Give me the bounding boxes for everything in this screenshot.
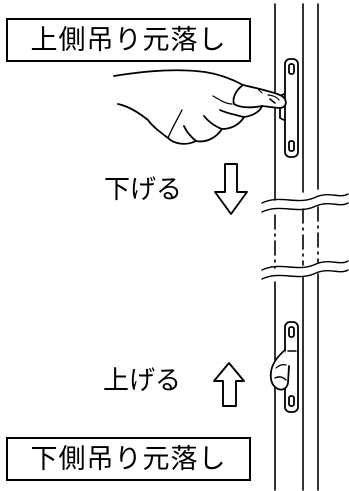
bottom-title: 下側吊り元落し [30, 443, 227, 475]
frame-break-lower [261, 260, 349, 280]
arrow-up-outline-icon [213, 362, 245, 407]
lower-action-label: 下げる [104, 175, 183, 205]
pointing-hand-icon [113, 69, 287, 145]
bottom-title-box: 下側吊り元落し [6, 437, 251, 481]
top-title: 上側吊り元落し [30, 24, 227, 56]
top-title-box: 上側吊り元落し [6, 18, 251, 62]
lower-hanger-plate [269, 321, 299, 413]
frame-break-upper [261, 193, 349, 213]
raise-action-label: 上げる [103, 366, 182, 396]
frame-lines-middle [274, 206, 319, 269]
arrow-down-outline-icon [214, 163, 248, 215]
